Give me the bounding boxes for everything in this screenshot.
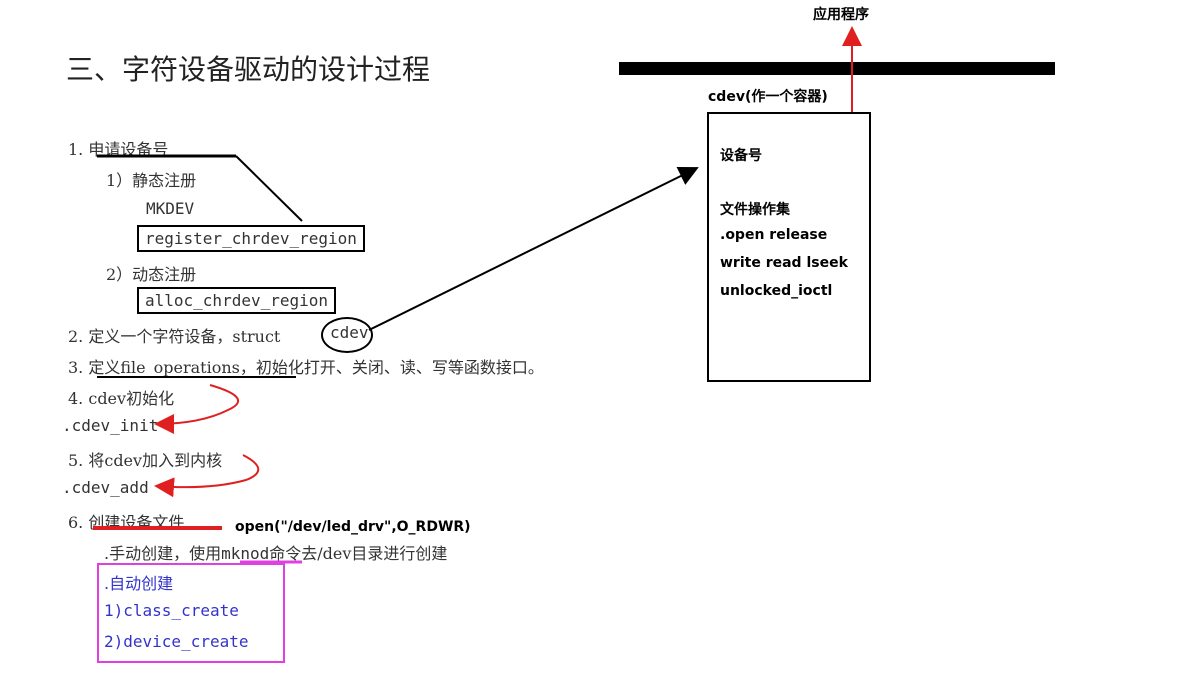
box-file-ops: 文件操作集 — [720, 202, 790, 218]
cdev-add-text: .cdev_add — [62, 478, 149, 497]
auto-create-box — [97, 563, 285, 663]
mkdev-text: MKDEV — [146, 199, 195, 218]
connector-line — [235, 155, 303, 222]
app-label: 应用程序 — [813, 7, 869, 23]
step-4: 4. cdev初始化 — [68, 389, 175, 408]
step-3: 3. 定义file_operations，初始化打开、关闭、读、写等函数接口。 — [68, 358, 544, 377]
box-unlocked-ioctl: unlocked_ioctl — [720, 283, 833, 299]
box-open-release: .open release — [720, 227, 828, 243]
device-create-text: 2)device_create — [104, 632, 249, 651]
cdev-init-text: .cdev_init — [62, 416, 159, 435]
step-2: 2. 定义一个字符设备，struct — [68, 327, 281, 346]
register-chrdev-region-box: register_chrdev_region — [137, 225, 365, 252]
step-5: 5. 将cdev加入到内核 — [68, 451, 223, 470]
cdev-circle — [321, 317, 373, 353]
page-title: 三、字符设备驱动的设计过程 — [66, 53, 431, 86]
class-create-text: 1)class_create — [104, 601, 239, 620]
mknod-text: mknod — [221, 544, 270, 563]
step-1: 1. 申请设备号 — [68, 140, 169, 159]
kernel-bar — [619, 62, 1055, 75]
box-device-number: 设备号 — [720, 148, 762, 164]
manual-post: 命令去/dev目录进行创建 — [269, 544, 448, 563]
auto-create-text: .自动创建 — [104, 574, 174, 593]
manual-pre: .手动创建，使用 — [104, 544, 222, 563]
open-call-text: open("/dev/led_drv",O_RDWR) — [235, 519, 471, 535]
alloc-chrdev-region-box: alloc_chrdev_region — [137, 287, 337, 314]
red-arrow-add — [154, 454, 260, 498]
red-arrow-init — [154, 384, 240, 434]
cdev-container-box — [707, 112, 871, 382]
container-label: cdev(作一个容器) — [708, 89, 828, 105]
manual-create-line: .手动创建，使用mknod命令去/dev目录进行创建 — [104, 540, 447, 564]
step-1-dynamic: 2）动态注册 — [106, 265, 197, 284]
box-write-read-lseek: write read lseek — [720, 255, 848, 271]
arrow-to-cdev-box — [368, 167, 699, 331]
step-1-static: 1）静态注册 — [106, 171, 197, 190]
